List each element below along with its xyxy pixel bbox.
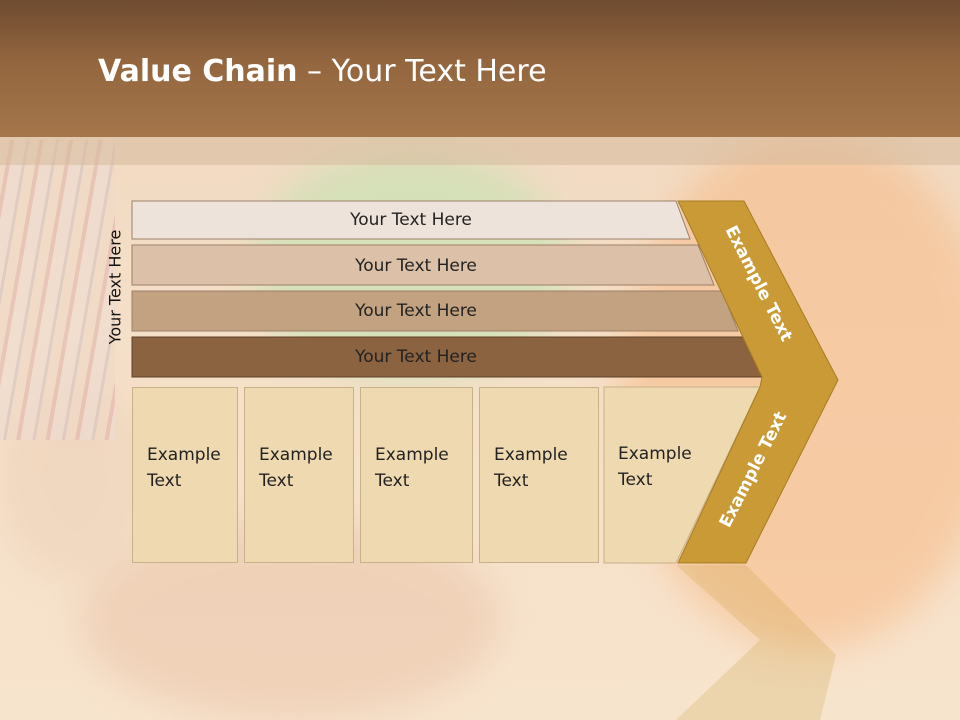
row-2: Your Text Here [132,246,700,286]
row-bar-2 [131,244,715,286]
header-band [0,0,960,137]
box-5-shape [603,386,761,564]
row-3-label: Your Text Here [355,301,477,321]
box-3-line2: Text [375,471,410,491]
box-2-line2: Text [259,471,294,491]
box-1-line2: Text [147,471,182,491]
header-shadow-band [0,137,960,165]
box-4-line2: Text [494,471,529,491]
row-1-label: Your Text Here [350,210,472,230]
chevron-reflection [676,565,836,720]
row-bar-3 [131,290,739,332]
chevron-shape [677,200,839,564]
title-rest: – Your Text Here [297,54,547,89]
box-5-line1: Example [618,444,692,464]
page-title: Value Chain – Your Text Here [98,54,547,89]
row-bar-1 [131,200,691,240]
box-5-line2: Text [618,470,653,490]
row-4-label: Your Text Here [355,347,477,367]
row-2-label: Your Text Here [355,256,477,276]
row-4: Your Text Here [132,337,700,377]
box-1-line1: Example [147,445,221,465]
row-3: Your Text Here [132,291,700,331]
box-4-line1: Example [494,445,568,465]
box-2-line1: Example [259,445,333,465]
title-bold: Value Chain [98,54,298,89]
row-1: Your Text Here [132,200,690,240]
box-3-line1: Example [375,445,449,465]
